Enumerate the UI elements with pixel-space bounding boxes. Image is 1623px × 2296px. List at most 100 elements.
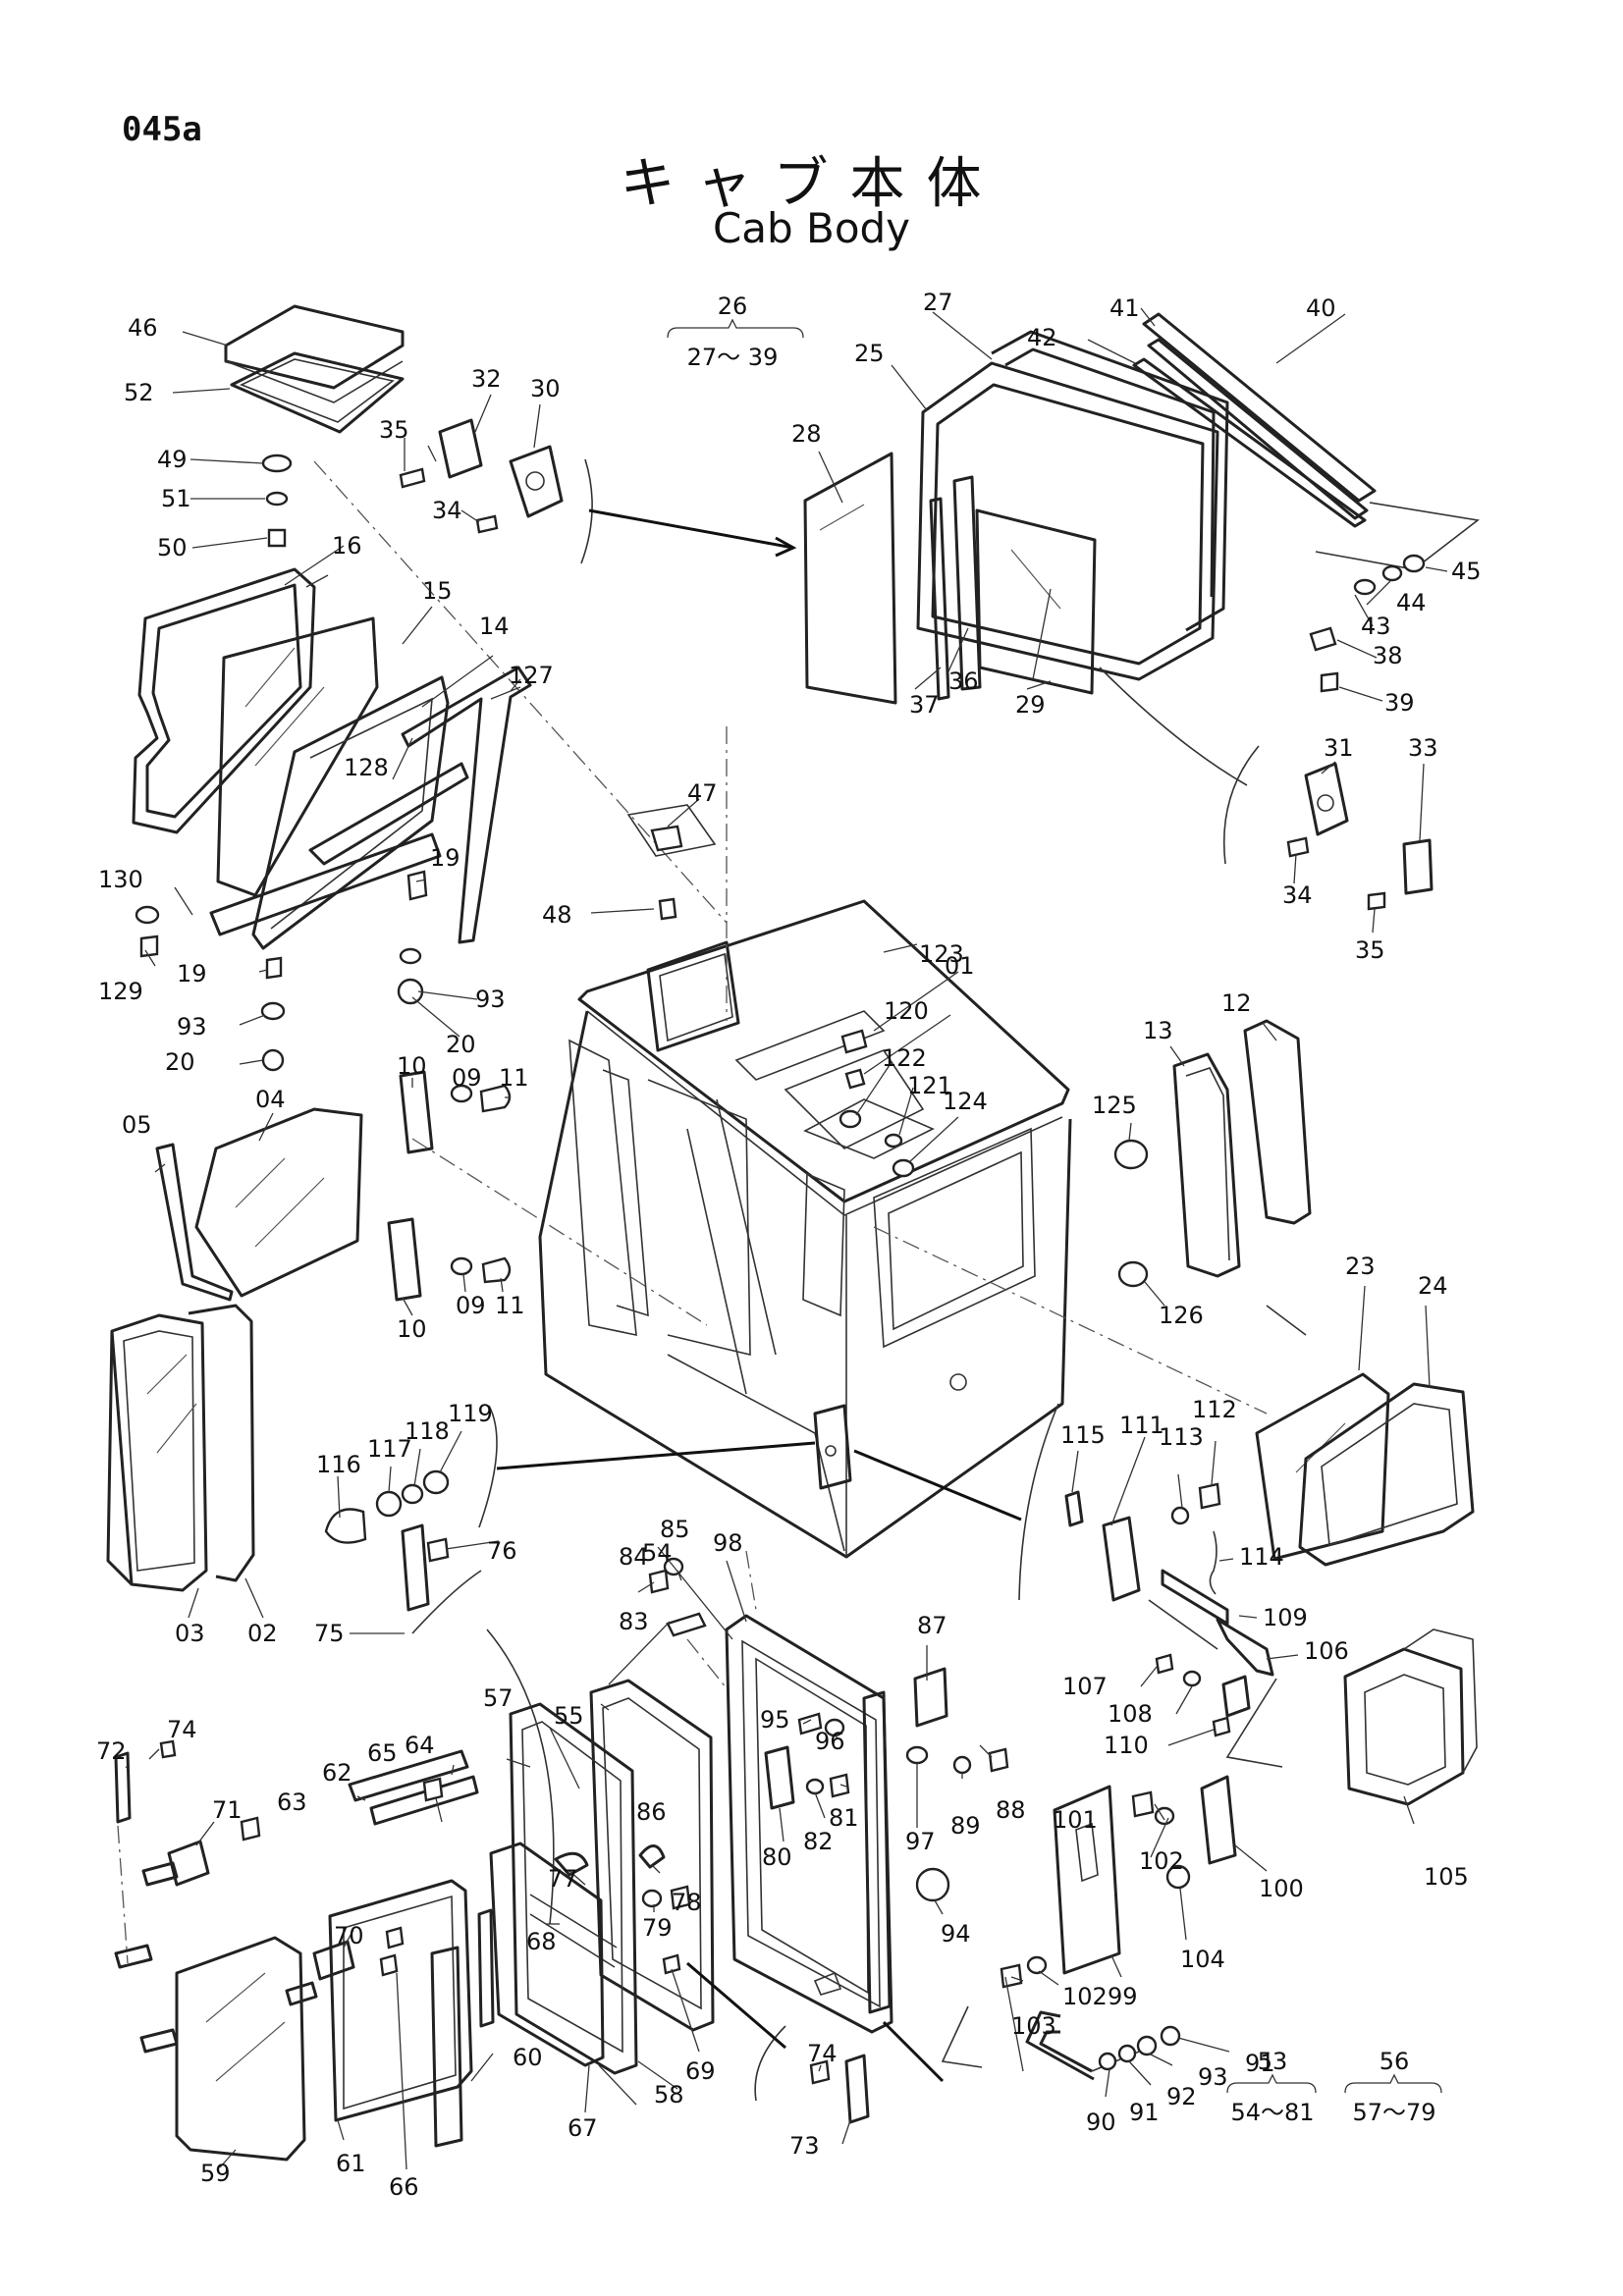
- callout-35-lower: 35: [1355, 936, 1385, 964]
- callout-113: 113: [1159, 1423, 1204, 1451]
- callout-33: 33: [1408, 734, 1438, 762]
- group-brackets: [667, 318, 1442, 2094]
- callout-11-upper: 11: [499, 1064, 529, 1092]
- callout-30: 30: [530, 375, 561, 402]
- callout-111: 111: [1119, 1412, 1164, 1439]
- callout-117: 117: [367, 1435, 412, 1463]
- cab-body-main: [538, 899, 1268, 1611]
- door-lock-upper: [399, 418, 797, 564]
- callout-73: 73: [789, 2132, 820, 2160]
- callout-77: 77: [548, 1865, 578, 1893]
- door-frame-assembly: [648, 1557, 1009, 2083]
- callout-65: 65: [367, 1739, 398, 1767]
- callout-59: 59: [200, 2160, 231, 2187]
- callout-16: 16: [332, 532, 362, 560]
- roof-hatch-assembly: [224, 304, 728, 924]
- callout-95: 95: [760, 1706, 790, 1734]
- page-number: 045a: [122, 110, 202, 149]
- callout-38: 38: [1373, 642, 1403, 669]
- callout-128: 128: [344, 754, 389, 781]
- callout-50: 50: [157, 534, 188, 561]
- callout-109: 109: [1263, 1604, 1308, 1631]
- callout-39: 39: [1384, 689, 1415, 717]
- callout-93-right: 93: [475, 986, 506, 1013]
- callout-71: 71: [212, 1796, 243, 1824]
- callout-62: 62: [322, 1759, 352, 1787]
- callout-74-bottom: 74: [807, 2040, 838, 2067]
- callout-72: 72: [96, 1737, 127, 1765]
- callout-94: 94: [941, 1920, 971, 1948]
- callout-129: 129: [98, 978, 143, 1005]
- callout-78: 78: [672, 1889, 702, 1916]
- callout-13: 13: [1143, 1017, 1173, 1044]
- callout-67: 67: [568, 2114, 598, 2142]
- callout-58: 58: [654, 2081, 684, 2109]
- sliding-window-assembly: [803, 312, 1480, 911]
- group-56-range: 57～79: [1352, 2099, 1435, 2126]
- callout-49: 49: [157, 446, 188, 473]
- callout-74-left: 74: [167, 1716, 197, 1743]
- callout-24: 24: [1418, 1272, 1448, 1300]
- callout-45: 45: [1451, 558, 1482, 585]
- callout-92: 92: [1166, 2083, 1197, 2110]
- callout-36: 36: [948, 667, 979, 695]
- callout-101: 101: [1053, 1806, 1098, 1834]
- group-53-range: 54～81: [1230, 2099, 1314, 2126]
- callout-02: 02: [247, 1620, 278, 1647]
- callout-46: 46: [128, 314, 158, 342]
- callout-41: 41: [1109, 294, 1140, 322]
- callout-10-upper: 10: [397, 1052, 427, 1080]
- callout-83: 83: [619, 1608, 649, 1635]
- callout-123: 123: [919, 940, 964, 968]
- callout-120: 120: [884, 997, 929, 1025]
- callout-10-lower: 10: [397, 1315, 427, 1343]
- group-labels: 26 27～ 39 53 54～81 56 57～79: [687, 293, 1436, 2126]
- callout-47: 47: [687, 779, 718, 807]
- callout-126: 126: [1159, 1302, 1204, 1329]
- callout-89: 89: [950, 1812, 981, 1840]
- callout-63: 63: [277, 1789, 307, 1816]
- callout-04: 04: [255, 1086, 286, 1113]
- callout-37: 37: [909, 691, 940, 719]
- vent-cover: [1343, 1629, 1478, 1806]
- callout-90: 90: [1086, 2109, 1116, 2136]
- callout-28: 28: [791, 420, 822, 448]
- callout-labels: 01 02 03 04 05 09 09 10 10 11 11 12 13 1…: [96, 289, 1482, 2201]
- callout-55: 55: [554, 1702, 584, 1730]
- callout-118: 118: [405, 1417, 450, 1445]
- callout-82: 82: [803, 1828, 834, 1855]
- callout-100: 100: [1259, 1875, 1304, 1902]
- callout-114: 114: [1239, 1543, 1284, 1571]
- callout-97: 97: [905, 1828, 936, 1855]
- callout-27: 27: [923, 289, 953, 316]
- roof-bracket: [626, 726, 728, 1021]
- callout-03: 03: [175, 1620, 205, 1647]
- callout-66: 66: [389, 2173, 419, 2201]
- callout-70: 70: [334, 1922, 364, 1949]
- callout-87: 87: [917, 1612, 947, 1639]
- callout-115: 115: [1060, 1421, 1106, 1449]
- callout-54: 54: [642, 1539, 673, 1567]
- callout-102-lower: 102: [1062, 1983, 1108, 2010]
- group-26-label: 26: [718, 293, 748, 320]
- callout-93-left: 93: [177, 1013, 207, 1041]
- leader-lines: [125, 307, 1448, 2170]
- callout-106: 106: [1304, 1637, 1349, 1665]
- callout-84: 84: [619, 1543, 649, 1571]
- callout-31: 31: [1324, 734, 1354, 762]
- callout-15: 15: [422, 577, 453, 605]
- callout-93-bottom: 93: [1198, 2063, 1228, 2091]
- callout-85: 85: [660, 1516, 690, 1543]
- callout-79: 79: [642, 1914, 673, 1942]
- callout-116: 116: [316, 1451, 361, 1478]
- callout-48: 48: [542, 901, 572, 929]
- door-catch-assembly: [853, 1403, 1283, 1989]
- callout-42: 42: [1027, 324, 1057, 351]
- callout-51: 51: [161, 485, 191, 512]
- callout-61: 61: [336, 2150, 366, 2177]
- callout-20-left: 20: [165, 1048, 195, 1076]
- callout-29: 29: [1015, 691, 1046, 719]
- cab-door-assembly: [114, 1523, 870, 2162]
- callout-98: 98: [713, 1529, 743, 1557]
